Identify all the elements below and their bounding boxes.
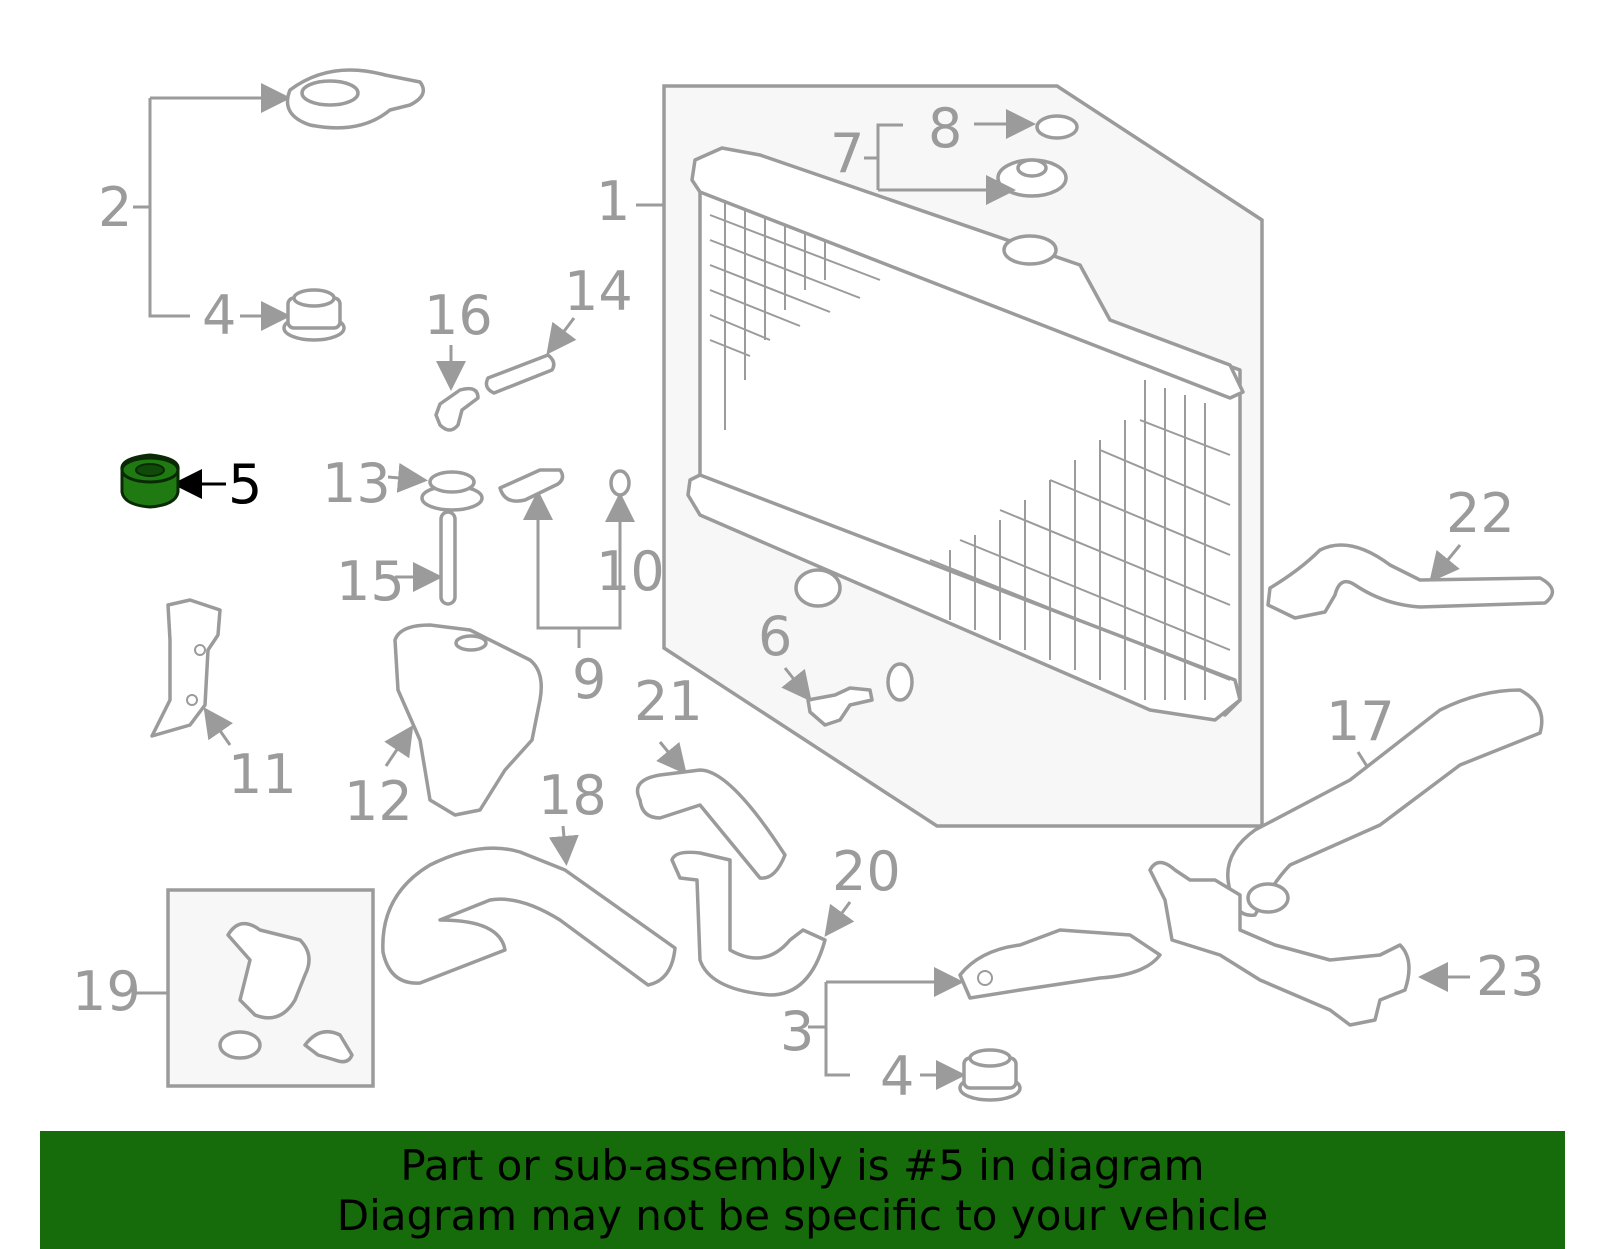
hose-20 <box>670 850 827 997</box>
radiator-fins <box>709 200 1231 700</box>
hose-18 <box>381 846 677 987</box>
reservoir-12 <box>393 623 543 817</box>
tube-15 <box>439 510 457 606</box>
hose-14 <box>484 353 556 395</box>
label-4-bottom: 4 <box>880 1045 914 1108</box>
pipe-23 <box>1148 860 1411 1027</box>
label-7: 7 <box>830 122 864 185</box>
info-banner: Part or sub-assembly is #5 in diagram Di… <box>40 1131 1565 1249</box>
drain-plug-o-ring <box>886 662 914 702</box>
cap-13 <box>420 470 484 512</box>
grommet-4-bottom <box>958 1048 1022 1102</box>
label-17: 17 <box>1326 690 1395 753</box>
label-10: 10 <box>596 540 665 603</box>
label-14: 14 <box>564 260 633 323</box>
callout-labels: 1 2 4 7 8 16 14 5 13 15 10 9 6 22 11 12 … <box>72 97 1545 1108</box>
label-1: 1 <box>596 170 630 233</box>
banner-line-1: Part or sub-assembly is #5 in diagram <box>400 1141 1205 1190</box>
label-12: 12 <box>344 770 413 833</box>
clip-16 <box>434 386 480 432</box>
label-8: 8 <box>928 97 962 160</box>
label-3: 3 <box>780 1000 814 1063</box>
sensor-9 <box>498 468 565 503</box>
label-22: 22 <box>1446 482 1515 545</box>
leaders <box>133 83 1470 1090</box>
label-5: 5 <box>228 453 262 516</box>
pipe-19-box <box>166 888 375 1088</box>
label-4-top: 4 <box>202 284 236 347</box>
label-15: 15 <box>336 550 405 613</box>
radiator-bottom-tank <box>686 473 1242 722</box>
label-23: 23 <box>1476 945 1545 1008</box>
hose-17 <box>1226 688 1544 918</box>
reservoir-cap <box>285 68 426 130</box>
label-20: 20 <box>832 840 901 903</box>
label-2: 2 <box>98 176 132 239</box>
label-11: 11 <box>228 743 297 806</box>
drain-plug <box>806 686 874 727</box>
grommet-5-highlighted <box>120 453 180 509</box>
grommet-4-top <box>282 288 346 342</box>
label-6: 6 <box>758 605 792 668</box>
hose-22 <box>1266 543 1555 620</box>
radiator-filler-neck <box>1002 234 1058 266</box>
banner-line-2: Diagram may not be specific to your vehi… <box>336 1191 1269 1240</box>
o-ring-10 <box>609 469 631 497</box>
label-18: 18 <box>538 764 607 827</box>
bracket-11 <box>150 598 222 738</box>
radiator-assembly <box>662 84 1264 828</box>
hose-21 <box>635 768 787 880</box>
label-13: 13 <box>322 452 391 515</box>
banner-background <box>40 1131 1565 1249</box>
label-16: 16 <box>424 284 493 347</box>
water-outlet-3 <box>958 928 1162 1000</box>
radiator-cap-seal <box>1035 114 1079 140</box>
label-21: 21 <box>634 670 703 733</box>
label-9: 9 <box>572 648 606 711</box>
label-19: 19 <box>72 960 141 1023</box>
radiator-top-tank <box>690 146 1245 400</box>
